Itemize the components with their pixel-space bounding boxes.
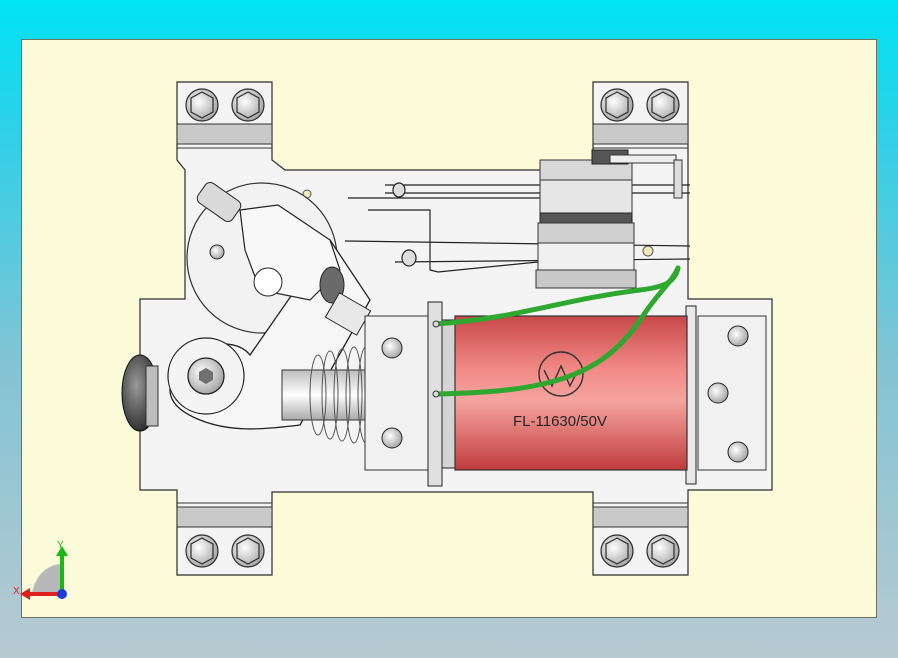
cable-terminal (432, 320, 440, 328)
z-axis-icon (57, 589, 67, 599)
mount-tab-top-right (592, 123, 689, 149)
hex-nut-icon (646, 88, 680, 122)
plate-hole (642, 245, 654, 257)
power-cables (433, 265, 681, 397)
screw-icon (381, 427, 403, 449)
rubber-bumper (121, 354, 159, 432)
screw-icon (381, 337, 403, 359)
cable-terminal (432, 390, 440, 398)
hex-nut-icon (646, 534, 680, 568)
screw-icon (727, 441, 749, 463)
hex-nut-icon (185, 88, 219, 122)
hex-socket (199, 368, 213, 384)
hex-nut-icon (600, 534, 634, 568)
hex-nut-icon (600, 88, 634, 122)
hex-nut-icon (231, 88, 265, 122)
mount-tab-bottom-left (176, 502, 273, 528)
y-axis-arrow-icon (56, 546, 68, 556)
orientation-triad[interactable]: Y X (10, 538, 82, 610)
hex-nut-icon (231, 534, 265, 568)
y-axis-label: Y (57, 540, 64, 551)
motor-bracket-left (364, 315, 434, 471)
x-axis-label: X (13, 586, 20, 597)
x-axis-arrow-icon (20, 588, 30, 600)
hex-nut-icon (185, 534, 219, 568)
mount-tab-bottom-right (592, 502, 689, 528)
motor-label: FL-11630/50V (513, 413, 607, 430)
screw-icon (727, 325, 749, 347)
mount-tab-top-left (176, 123, 273, 149)
upper-bracket[interactable] (195, 180, 372, 336)
end-cap-dome (707, 382, 729, 404)
hex-nut-group (185, 88, 680, 568)
screw-icon (209, 244, 225, 260)
triad-base-shadow (32, 564, 62, 594)
relay-block[interactable] (535, 149, 683, 289)
